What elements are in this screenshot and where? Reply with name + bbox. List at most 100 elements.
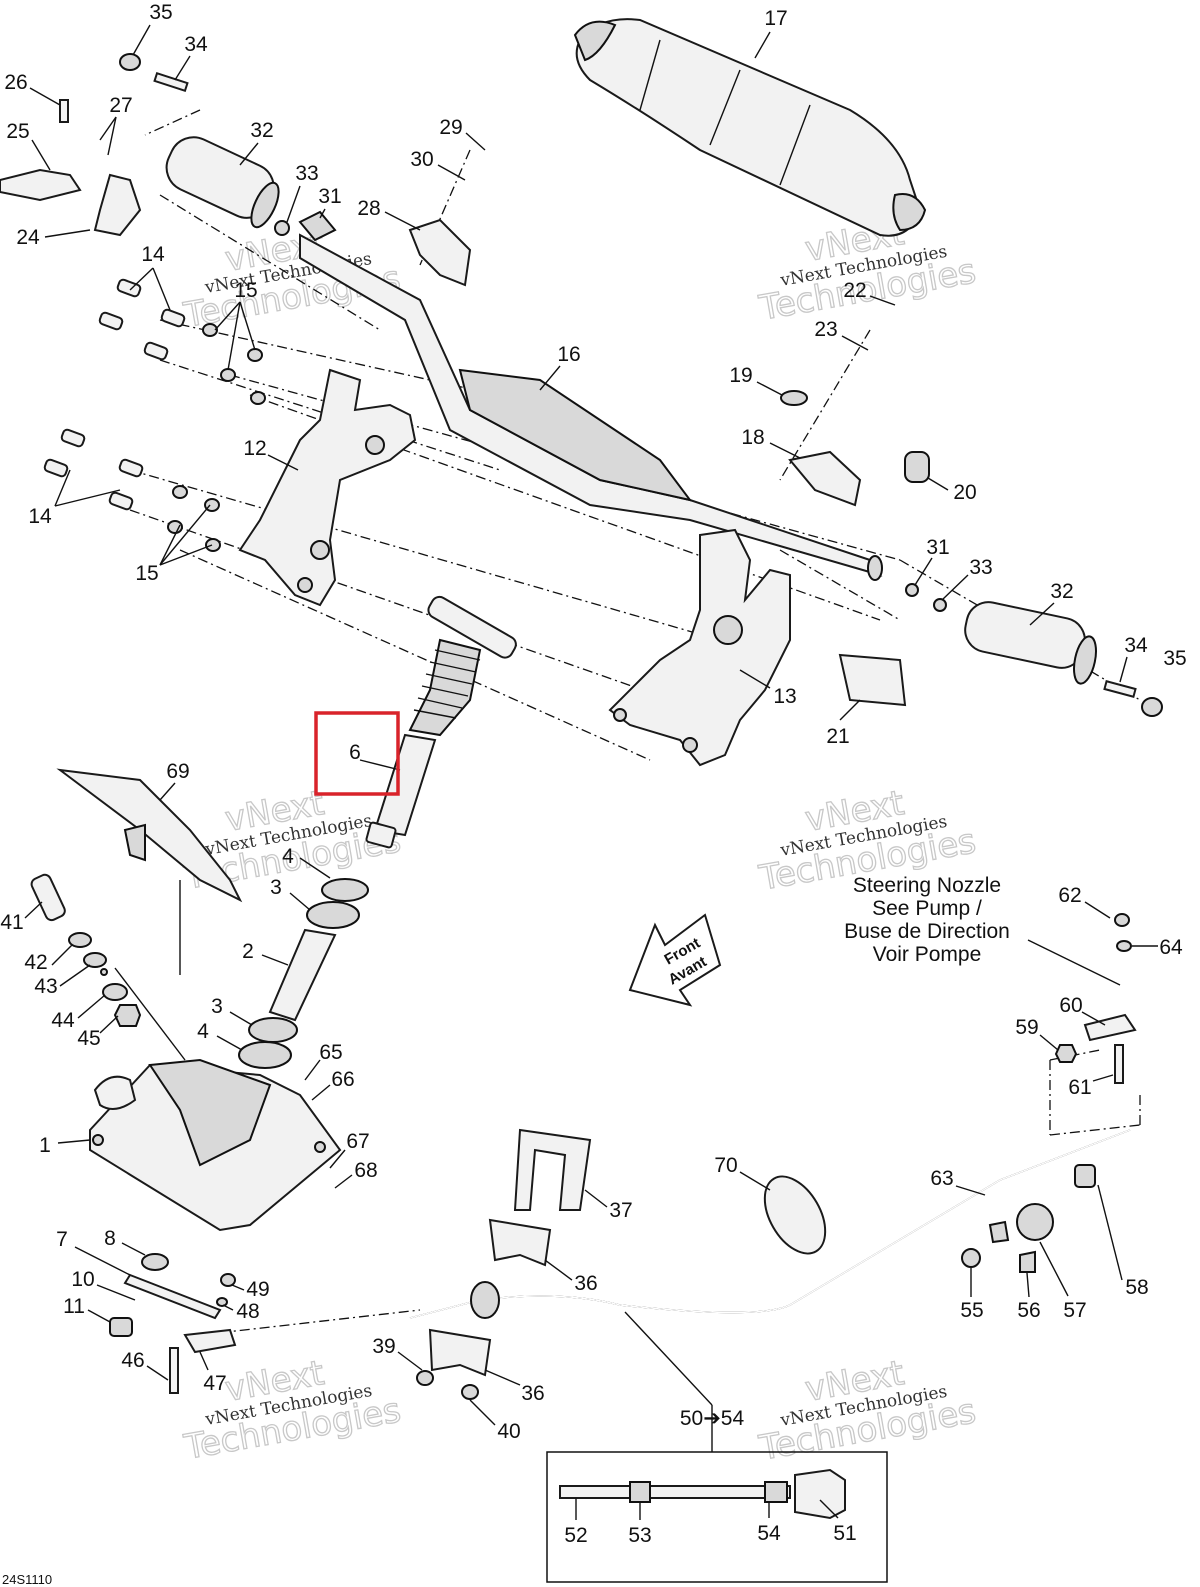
callout-label: 14 — [28, 505, 52, 528]
bolts-washers-14-15 — [43, 278, 266, 552]
lower-linkage — [109, 1253, 237, 1394]
callout-label: 3 — [270, 876, 282, 899]
callout-label: 32 — [1050, 580, 1073, 603]
callout-label: 63 — [930, 1167, 953, 1190]
part-32-grip-left — [165, 136, 280, 229]
part-6-steering-column — [365, 595, 517, 849]
callout-label: 55 — [960, 1299, 983, 1322]
svg-text:Voir Pompe: Voir Pompe — [873, 943, 982, 966]
part-16-handlebar — [299, 233, 883, 581]
callout-label: 13 — [773, 685, 796, 708]
leader-lines — [24, 24, 1158, 1520]
callout-label: 70 — [714, 1154, 737, 1177]
callout-label: 23 — [814, 318, 837, 341]
callout-label: 58 — [1125, 1276, 1148, 1299]
part-1-base-plate — [89, 1058, 342, 1232]
diagram-code: 24S1110 — [2, 1572, 52, 1587]
part-32-grip-right — [964, 601, 1097, 685]
part-17-handlebar-pad — [573, 18, 927, 237]
callout-label: 31 — [926, 536, 949, 559]
callout-label: 36 — [521, 1382, 544, 1405]
callout-label: 3 — [211, 995, 223, 1018]
callout-label: 44 — [51, 1009, 75, 1032]
callout-label: 61 — [1068, 1076, 1091, 1099]
callout-label: 6 — [349, 741, 361, 764]
callout-label: 32 — [250, 119, 273, 142]
callout-label: 62 — [1058, 884, 1081, 907]
part-13-right-bracket — [608, 528, 791, 767]
callout-label: 26 — [4, 71, 27, 94]
callout-label: 40 — [497, 1420, 520, 1443]
callout-label: 48 — [236, 1300, 259, 1323]
callout-label: 68 — [354, 1159, 377, 1182]
callout-label: 28 — [357, 197, 380, 220]
callout-label: 4 — [197, 1020, 209, 1043]
callout-label: 59 — [1015, 1016, 1038, 1039]
callout-label: 17 — [764, 7, 787, 30]
callout-label: 20 — [953, 481, 976, 504]
callout-label: 33 — [295, 162, 318, 185]
cable-detail-box — [546, 1451, 888, 1583]
callout-label: 35 — [1163, 647, 1186, 670]
callout-label: 67 — [346, 1130, 369, 1153]
bushings-and-tube — [238, 878, 369, 1069]
callout-label: 49 — [246, 1278, 269, 1301]
svg-text:Buse de Direction: Buse de Direction — [844, 920, 1010, 943]
callout-label: 18 — [741, 426, 764, 449]
callout-label: 57 — [1063, 1299, 1086, 1322]
callout-label: 25 — [6, 120, 29, 143]
callout-label: 11 — [63, 1295, 85, 1318]
callout-label: 60 — [1059, 994, 1082, 1017]
callout-label: 54 — [757, 1522, 781, 1545]
callout-label: 15 — [135, 562, 158, 585]
callout-label: 8 — [104, 1227, 116, 1250]
watermark-bottom-right: vNext Technologies vNext Technologies — [755, 1353, 979, 1470]
steering-nozzle-note: Steering Nozzle See Pump / Buse de Direc… — [844, 874, 1010, 966]
callout-label: 56 — [1017, 1299, 1040, 1322]
callout-label: 34 — [184, 33, 208, 56]
callout-label: 21 — [826, 725, 849, 748]
callout-label: 35 — [149, 1, 172, 24]
callout-label: 7 — [56, 1228, 68, 1251]
callout-label: 46 — [121, 1349, 144, 1372]
callout-label: 43 — [34, 975, 57, 998]
callout-label: 53 — [628, 1524, 651, 1547]
callout-label: 41 — [0, 911, 23, 934]
callout-label: 29 — [439, 116, 462, 139]
callout-label: 22 — [843, 279, 866, 302]
callout-label: 10 — [71, 1268, 94, 1291]
callout-label: 69 — [166, 760, 189, 783]
callout-label: 33 — [969, 556, 992, 579]
callout-label: 12 — [243, 437, 266, 460]
callout-label: 1 — [39, 1134, 51, 1157]
callout-label: 19 — [729, 364, 752, 387]
callout-label: 64 — [1159, 936, 1183, 959]
callout-label: 30 — [410, 148, 433, 171]
callout-label: 2 — [242, 940, 254, 963]
callout-label: 65 — [319, 1041, 342, 1064]
watermark-bottom-left: vNext Technologies vNext Technologies — [180, 1353, 404, 1469]
callout-label: 34 — [1124, 634, 1148, 657]
svg-text:Steering Nozzle: Steering Nozzle — [853, 874, 1001, 897]
hardware-41-45 — [30, 873, 142, 1027]
callout-label: 51 — [833, 1522, 856, 1545]
callout-label: 47 — [203, 1372, 226, 1395]
callout-label: 36 — [574, 1272, 597, 1295]
callout-label: 15 — [234, 279, 257, 302]
callout-label: 42 — [24, 951, 47, 974]
callout-label: 45 — [77, 1027, 100, 1050]
callout-label: 24 — [16, 226, 40, 249]
highlight-box — [314, 711, 400, 796]
callout-label: 50➔54 — [680, 1407, 745, 1430]
callout-label: 14 — [141, 243, 165, 266]
part-12-left-bracket — [238, 368, 417, 607]
callout-label: 37 — [609, 1199, 632, 1222]
callout-label: 66 — [331, 1068, 354, 1091]
callout-label: 52 — [564, 1524, 587, 1547]
callout-label: 4 — [282, 845, 294, 868]
callout-label: 39 — [372, 1335, 395, 1358]
small-parts-upper — [0, 53, 1163, 717]
front-direction-arrow: Front Avant — [628, 913, 722, 1007]
